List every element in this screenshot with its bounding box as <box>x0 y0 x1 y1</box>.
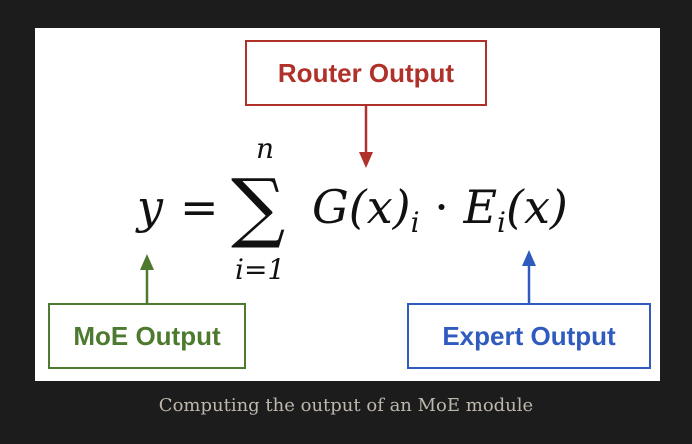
router-output-label: Router Output <box>245 40 487 106</box>
figure-caption: Computing the output of an MoE module <box>158 395 534 416</box>
expert-arrowhead <box>522 250 536 266</box>
expert-output-label: Expert Output <box>407 303 651 369</box>
expert-argument: (x) <box>506 180 568 234</box>
formula-equals: = <box>180 180 219 234</box>
sum-lower-limit: i=1 <box>235 253 286 286</box>
diagram-panel: Router Output y = n ∑ i=1 G(x)i · Ei(x) … <box>35 28 660 381</box>
gate-function: G(x) <box>312 180 411 234</box>
expert-function: E <box>463 180 498 234</box>
arrow-layer <box>140 106 536 303</box>
moe-arrowhead <box>140 254 154 270</box>
sum-upper-limit: n <box>256 132 275 165</box>
router-arrowhead <box>359 152 373 168</box>
sum-symbol: ∑ <box>231 162 286 251</box>
dot-operator: · <box>434 180 449 234</box>
formula-body: G(x)i · Ei(x) <box>312 180 568 239</box>
moe-output-label: MoE Output <box>48 303 246 369</box>
formula-lhs: y <box>137 180 163 234</box>
gate-subscript: i <box>410 206 420 239</box>
expert-subscript: i <box>497 206 506 239</box>
